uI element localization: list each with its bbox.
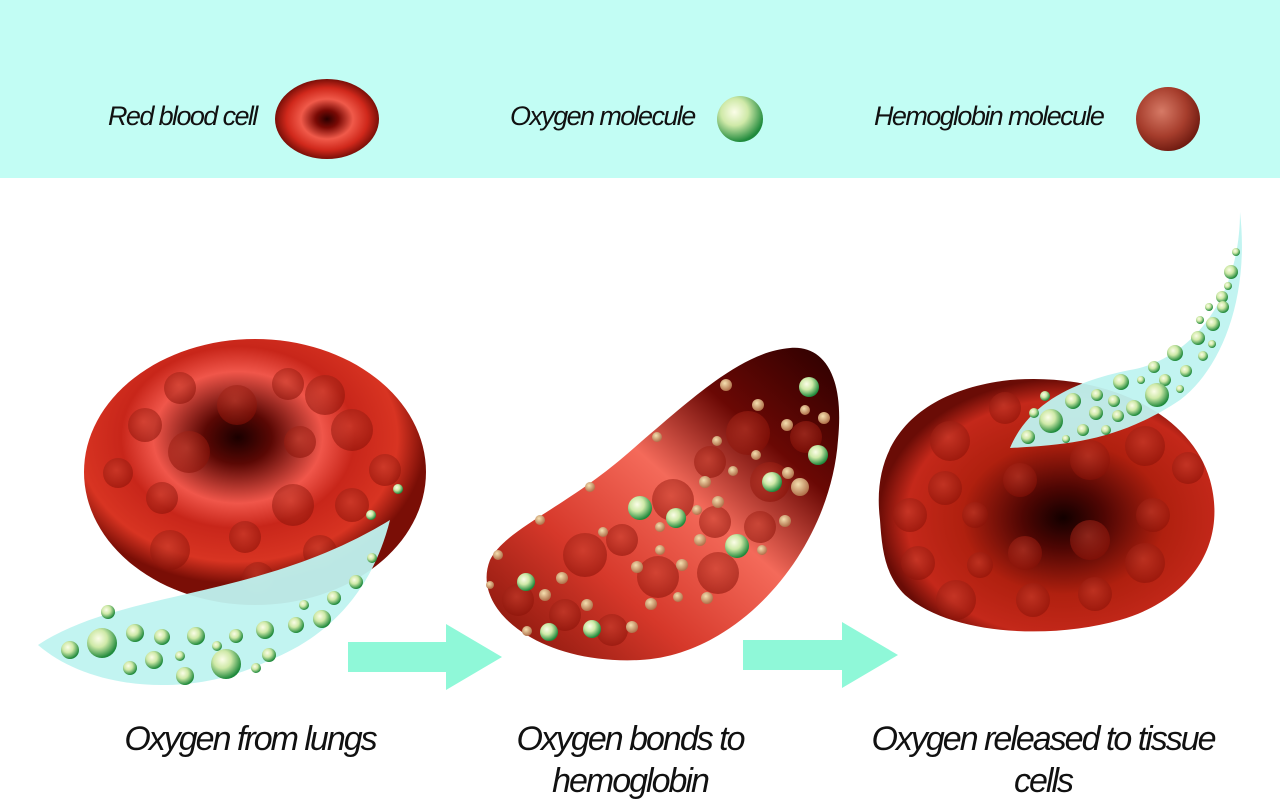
stage-3-cell bbox=[878, 212, 1242, 632]
legend-label-red-blood-cell: Red blood cell bbox=[108, 101, 258, 131]
legend-label-oxygen-molecule: Oxygen molecule bbox=[510, 101, 696, 131]
stage-2-cell bbox=[486, 347, 840, 661]
tan-particles bbox=[486, 379, 830, 636]
oxygen-molecules bbox=[61, 484, 403, 685]
hemoglobin-dots bbox=[893, 392, 1204, 620]
legend-label-hemoglobin-molecule: Hemoglobin molecule bbox=[874, 101, 1105, 131]
oxygen-stream-lungs bbox=[38, 520, 390, 686]
arrow-right-icon bbox=[348, 624, 502, 690]
stage-2-caption: Oxygen bonds to hemoglobin bbox=[516, 720, 745, 800]
oxygen-molecule-icon bbox=[717, 96, 763, 142]
stage-1-caption: Oxygen from lungs bbox=[124, 720, 377, 758]
hemoglobin-dots bbox=[502, 411, 822, 646]
red-blood-cell-icon bbox=[275, 79, 379, 159]
stage-1-cell bbox=[38, 339, 426, 686]
bound-oxygen-molecules bbox=[517, 377, 828, 641]
stage-3-caption: Oxygen released to tissue cells bbox=[871, 720, 1216, 800]
hemoglobin-molecule-icon bbox=[1136, 87, 1200, 151]
oxygen-molecules bbox=[1021, 248, 1240, 444]
legend-band bbox=[0, 0, 1280, 178]
arrow-right-icon bbox=[743, 622, 898, 688]
